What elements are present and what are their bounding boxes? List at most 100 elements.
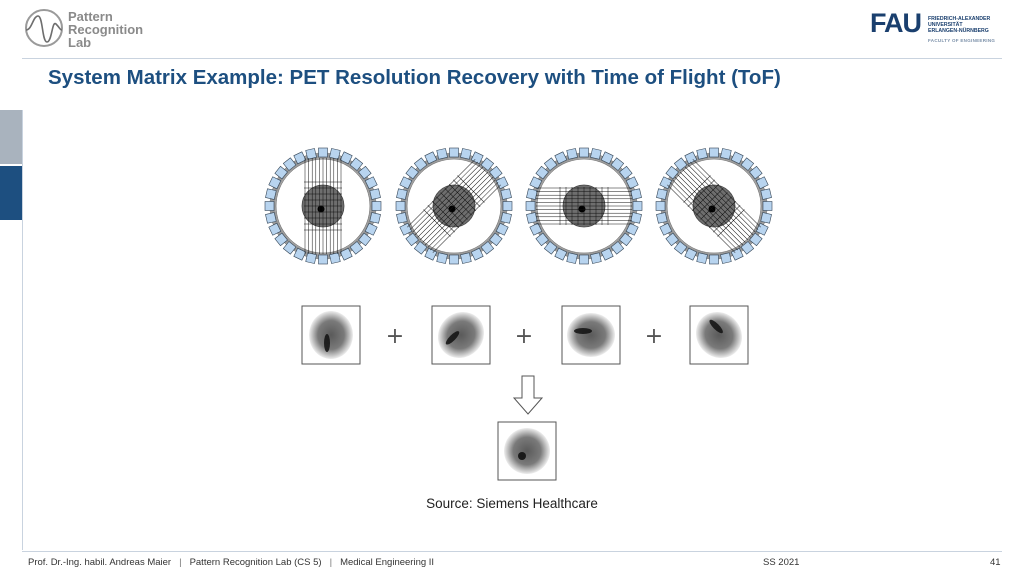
- side-section-tab-current: [0, 166, 22, 220]
- detector-block: [470, 247, 484, 261]
- detector-block: [489, 165, 503, 180]
- detector-block: [590, 148, 602, 160]
- pet-ring-4: [655, 147, 773, 265]
- footer-divider: [22, 551, 1002, 552]
- down-arrow-icon: [512, 375, 544, 415]
- detector-block: [502, 201, 513, 211]
- detector-block: [760, 212, 772, 224]
- detector-block: [762, 201, 773, 211]
- detector-block: [543, 157, 558, 171]
- detector-block: [673, 241, 688, 255]
- detector-block: [554, 151, 568, 165]
- detector-block: [369, 188, 381, 200]
- side-section-tab-previous: [0, 110, 22, 164]
- hot-spot: [317, 205, 325, 213]
- detector-block: [659, 222, 673, 236]
- detector-block: [293, 247, 307, 261]
- tof-image-3: [561, 305, 621, 365]
- detector-block: [480, 157, 495, 171]
- detector-block: [399, 222, 413, 236]
- fau-logo: FAU FRIEDRICH-ALEXANDER UNIVERSITÄT ERLA…: [870, 10, 1000, 46]
- detector-block: [396, 212, 408, 224]
- detector-block: [610, 157, 625, 171]
- detector-block: [349, 157, 364, 171]
- tof-image-2: [431, 305, 491, 365]
- plus-operator: +: [515, 324, 533, 349]
- detector-block: [305, 252, 317, 264]
- detector-block: [470, 151, 484, 165]
- detector-block: [449, 147, 459, 158]
- lines-of-response: [536, 187, 632, 225]
- detector-block: [489, 232, 503, 247]
- detector-block: [659, 176, 673, 190]
- footer-term: SS 2021: [763, 557, 800, 568]
- footer-separator-2: |: [329, 557, 333, 568]
- detector-block: [566, 252, 578, 264]
- detector-block: [274, 232, 288, 247]
- detector-block: [405, 232, 419, 247]
- detector-block: [755, 222, 769, 236]
- detector-block: [684, 247, 698, 261]
- detector-block: [293, 151, 307, 165]
- detector-block: [264, 201, 275, 211]
- detector-block: [579, 254, 589, 265]
- footer-lab: Pattern Recognition Lab (CS 5): [189, 557, 322, 568]
- detector-block: [305, 148, 317, 160]
- pet-ring-3: [525, 147, 643, 265]
- pet-tof-figure: + + +: [260, 136, 780, 496]
- detector-block: [755, 176, 769, 190]
- detector-block: [349, 241, 364, 255]
- detector-block: [590, 252, 602, 264]
- detector-block: [630, 188, 642, 200]
- detector-block: [460, 252, 472, 264]
- detector-block: [730, 247, 744, 261]
- detector-block: [495, 222, 509, 236]
- fau-name-line-3: ERLANGEN-NÜRNBERG: [928, 28, 989, 34]
- detector-block: [282, 241, 297, 255]
- detector-block: [282, 157, 297, 171]
- detector-block: [436, 148, 448, 160]
- detector-block: [413, 157, 428, 171]
- detector-block: [449, 254, 459, 265]
- detector-block: [600, 247, 614, 261]
- pet-ring-2: [395, 147, 513, 265]
- detector-block: [268, 176, 282, 190]
- detector-block: [329, 148, 341, 160]
- tof-image-1: [301, 305, 361, 365]
- detector-block: [358, 165, 372, 180]
- detector-block: [339, 247, 353, 261]
- fau-name-line-1: FRIEDRICH-ALEXANDER: [928, 16, 991, 22]
- detector-block: [625, 176, 639, 190]
- figure-source: Source: Siemens Healthcare: [426, 496, 598, 511]
- pattern-recognition-lab-logo: Pattern Recognition Lab: [24, 8, 164, 54]
- detector-block: [656, 212, 668, 224]
- plus-operator: +: [645, 324, 663, 349]
- lines-of-response: [667, 159, 761, 253]
- detector-block: [413, 241, 428, 255]
- detector-block: [339, 151, 353, 165]
- detector-block: [399, 176, 413, 190]
- detector-block: [760, 188, 772, 200]
- detector-block: [696, 148, 708, 160]
- detector-block: [632, 201, 643, 211]
- detector-block: [579, 147, 589, 158]
- detector-block: [529, 222, 543, 236]
- detector-block: [625, 222, 639, 236]
- left-divider: [22, 110, 23, 550]
- pattern-recognition-waveform-icon: [25, 9, 63, 47]
- detector-block: [460, 148, 472, 160]
- detector-block: [529, 176, 543, 190]
- detector-block: [424, 151, 438, 165]
- detector-block: [436, 252, 448, 264]
- detector-block: [709, 254, 719, 265]
- detector-block: [369, 212, 381, 224]
- detector-block: [684, 151, 698, 165]
- sum-operators: + + +: [386, 324, 663, 349]
- pet-tof-illustration: + + +: [264, 147, 773, 481]
- pet-scanner-rings: [264, 147, 773, 265]
- lines-of-response: [304, 158, 342, 254]
- detector-block: [720, 252, 732, 264]
- detector-block: [656, 188, 668, 200]
- plus-operator: +: [386, 324, 404, 349]
- detector-block: [749, 232, 763, 247]
